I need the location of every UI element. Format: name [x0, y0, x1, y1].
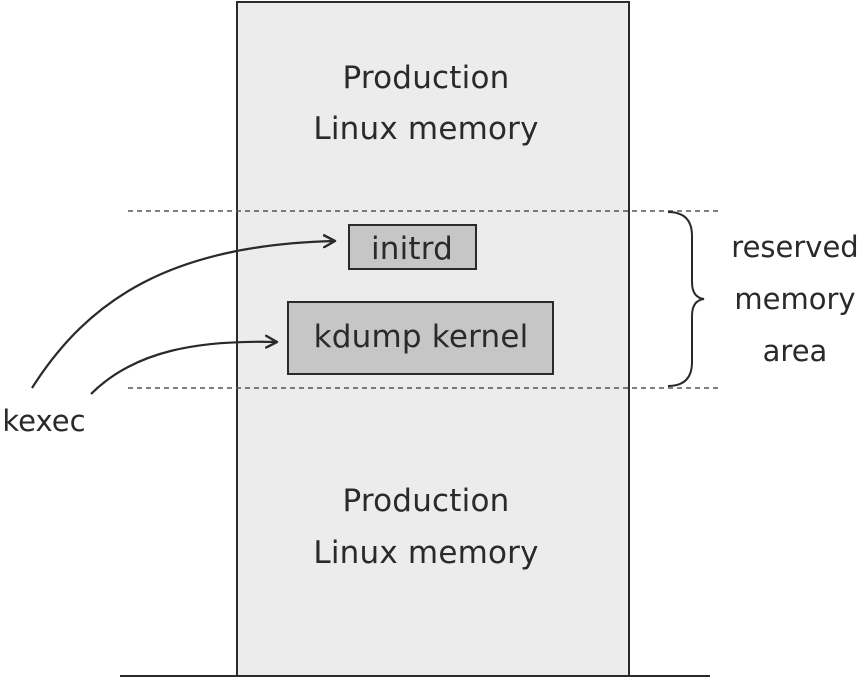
initrd-block: [348, 224, 477, 270]
kexec-arrow-to-kdump-kernel: [90, 342, 276, 395]
reserved-label-line2: memory: [734, 282, 855, 316]
kexec-arrow-to-initrd: [31, 241, 334, 389]
bottom-region-label-line2: Linux memory: [313, 535, 538, 571]
top-region-label-line2: Linux memory: [313, 111, 538, 147]
reserved-area-brace: [667, 211, 705, 387]
reserved-label-line3: area: [763, 334, 828, 368]
kdump-kernel-block: [287, 301, 554, 375]
top-region-label-line1: Production: [343, 60, 510, 96]
kexec-label: kexec: [2, 404, 85, 438]
bottom-region-label-line1: Production: [343, 483, 510, 519]
reserved-label-line1: reserved: [731, 230, 858, 264]
kdump-kernel-label: kdump kernel: [314, 319, 529, 355]
initrd-label: initrd: [371, 231, 453, 267]
